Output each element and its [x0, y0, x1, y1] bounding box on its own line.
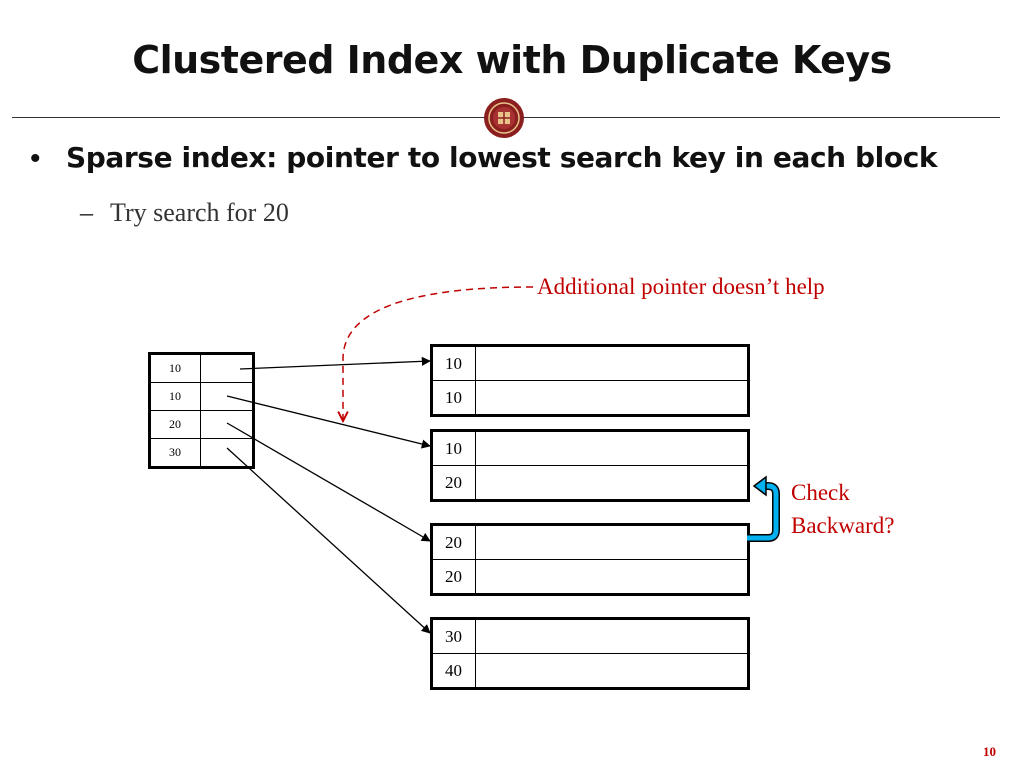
block-record — [475, 430, 749, 466]
index-pointer-arrow-3 — [226, 422, 431, 542]
check-backward-arrow — [747, 475, 780, 542]
block-key: 30 — [431, 618, 476, 654]
block-key: 20 — [431, 524, 476, 560]
block-key: 20 — [431, 465, 476, 501]
slide-title: Clustered Index with Duplicate Keys — [132, 38, 892, 82]
index-row: 10 — [149, 353, 254, 383]
block-key: 10 — [431, 345, 476, 381]
data-block-1: 10 10 — [430, 344, 750, 417]
block-key: 10 — [431, 380, 476, 416]
data-block-4: 30 40 — [430, 617, 750, 690]
page-number: 10 — [983, 744, 996, 759]
block-record — [475, 345, 749, 381]
check-backward-line-1: Check — [791, 480, 850, 505]
block-row: 10 — [431, 380, 749, 416]
index-pointer-cell — [200, 410, 254, 439]
block-row: 10 — [431, 430, 749, 466]
block-key: 10 — [431, 430, 476, 466]
check-backward-line-2: Backward? — [791, 513, 895, 538]
block-record — [475, 380, 749, 416]
data-block-3: 20 20 — [430, 523, 750, 596]
index-row: 30 — [149, 438, 254, 468]
block-record — [475, 465, 749, 501]
index-key: 20 — [149, 410, 201, 439]
index-row: 20 — [149, 410, 254, 439]
block-record — [475, 653, 749, 689]
additional-pointer-note: Additional pointer doesn’t help — [537, 274, 825, 299]
index-key: 30 — [149, 438, 201, 468]
block-record — [475, 524, 749, 560]
check-backward-note: Check Backward? — [791, 476, 894, 542]
block-key: 20 — [431, 559, 476, 595]
bullet-text: Sparse index: pointer to lowest search k… — [66, 141, 938, 174]
sub-bullet-marker: – — [80, 198, 93, 227]
index-key: 10 — [149, 353, 201, 383]
index-pointer-arrow-2 — [226, 395, 431, 449]
block-row: 20 — [431, 524, 749, 560]
index-pointer-arrow-1 — [239, 356, 431, 370]
block-row: 10 — [431, 345, 749, 381]
index-key: 10 — [149, 382, 201, 411]
block-record — [475, 559, 749, 595]
index-pointer-cell — [200, 353, 254, 383]
block-row: 20 — [431, 559, 749, 595]
sub-bullet-text: Try search for 20 — [110, 198, 289, 227]
block-row: 20 — [431, 465, 749, 501]
index-pointer-cell — [200, 382, 254, 411]
bullet-marker: • — [30, 142, 41, 175]
block-row: 30 — [431, 618, 749, 654]
block-row: 40 — [431, 653, 749, 689]
block-key: 40 — [431, 653, 476, 689]
index-pointer-cell — [200, 438, 254, 468]
data-block-2: 10 20 — [430, 429, 750, 502]
university-seal-icon — [484, 98, 524, 138]
index-pointer-arrow-4 — [226, 447, 431, 634]
index-row: 10 — [149, 382, 254, 411]
block-record — [475, 618, 749, 654]
sparse-index-table: 10 10 20 30 — [148, 352, 255, 469]
